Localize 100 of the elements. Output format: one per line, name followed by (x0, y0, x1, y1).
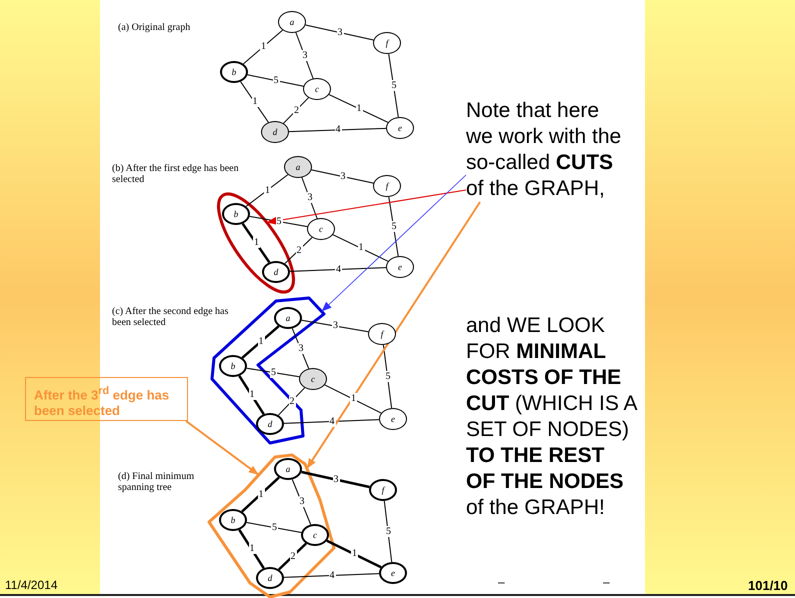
graph-node: a (274, 458, 302, 480)
arrow (321, 174, 466, 312)
edge-label: 4 (335, 264, 342, 274)
edge-label: 5 (390, 80, 398, 90)
edge-label: 1 (358, 242, 364, 253)
arrow (266, 190, 466, 225)
graph-edge (324, 384, 382, 414)
graph-node: d (262, 261, 290, 283)
graph-edge (311, 169, 374, 184)
graph-node: a (274, 307, 302, 329)
graph-node: c (301, 524, 329, 546)
edge-label: 1 (351, 548, 358, 559)
graph-edge (288, 128, 386, 132)
arrow (306, 201, 481, 470)
edge-label: 5 (272, 74, 280, 86)
page-number: 101/10 (748, 578, 789, 593)
graph-edge (388, 53, 399, 118)
edge-label: 3 (306, 192, 314, 203)
edge-label: 4 (334, 124, 342, 135)
edge-label: 3 (298, 496, 306, 507)
edge-label: 1 (248, 389, 256, 400)
graph-node: d (256, 413, 284, 435)
graph-edge (249, 216, 308, 228)
graph-node: a (284, 156, 312, 178)
graph-edge (290, 267, 386, 272)
graph-edge (284, 419, 380, 424)
edge-label: 3 (332, 474, 340, 484)
edge-label: 1 (356, 102, 362, 114)
graph-edge (301, 320, 369, 332)
graph-node: a (278, 11, 306, 33)
edge-label: 3 (332, 320, 339, 331)
edge-label: 5 (270, 366, 277, 378)
graph-node: e (386, 256, 414, 278)
edge-label: 3 (298, 342, 304, 354)
graph-edge (246, 368, 300, 378)
graph-node: d (261, 121, 289, 143)
edge-label: 1 (258, 488, 264, 500)
edge-label: 5 (385, 526, 392, 536)
panel-caption: (b) After the first edge has been selected (112, 163, 240, 185)
edge-label: 1 (260, 41, 267, 52)
edge-label: 1 (253, 237, 260, 248)
graph-node: b (222, 203, 250, 225)
graph-edge (305, 24, 374, 40)
graph-node: f (368, 323, 396, 345)
panel-caption: (d) Final minimum spanning tree (118, 471, 196, 493)
edge-label: 2 (290, 550, 296, 562)
graph-edge (384, 500, 392, 563)
note-text: Note that here we work with the so-called CUTS of the GRAPH, (466, 98, 631, 202)
graph-edge (301, 177, 318, 219)
graph-edge (238, 375, 265, 415)
graph-node: d (256, 567, 284, 589)
graph-edge (238, 529, 265, 569)
panel-caption: (a) Original graph (118, 22, 192, 33)
graph-edge (242, 223, 270, 263)
graph-node: c (303, 78, 331, 100)
graph-node: f (369, 479, 397, 501)
graph-node: e (386, 117, 414, 139)
date-text: 11/4/2014 (5, 578, 58, 592)
graph-edge (246, 174, 288, 207)
graph-edge (328, 94, 388, 123)
edge-label: 5 (390, 220, 398, 232)
edge-label: 1 (350, 393, 357, 404)
graph-edge (292, 328, 310, 370)
footer-dash: – (603, 575, 611, 589)
note-text: and WE LOOK FOR MINIMAL COSTS OF THE CUT (WHICH IS A SET OF NODES) TO THE REST OF THE NODES of the GRAPH! (466, 313, 638, 521)
edge-label: 5 (271, 522, 278, 532)
arrow (185, 420, 260, 476)
graph-node: f (373, 175, 401, 197)
edge-label: 2 (288, 396, 296, 406)
panel-caption: (c) After the second edge has been selected (112, 306, 230, 328)
graph-node: f (373, 32, 401, 54)
edge-label: 4 (328, 416, 336, 426)
graph-edge (242, 30, 284, 64)
edge-label: 1 (252, 96, 258, 107)
graph-node: b (220, 61, 248, 83)
graph-edge (284, 573, 380, 578)
graph-edge (295, 32, 314, 79)
edge-label: 2 (296, 244, 302, 256)
graph-edge (332, 234, 389, 262)
edge-label: 1 (264, 184, 271, 196)
graph-edge (240, 81, 269, 123)
footer-dash: – (498, 575, 506, 589)
edge-label: 3 (340, 170, 346, 182)
graph-edge (246, 522, 302, 533)
edge-label: 3 (302, 50, 308, 60)
edge-label: 1 (258, 336, 264, 347)
graph-node: e (379, 562, 407, 584)
edge-label: 3 (336, 26, 344, 38)
graph-edge (382, 344, 392, 409)
edge-label: 1 (248, 543, 256, 554)
graph-edge (388, 196, 399, 257)
edge-label: 5 (276, 216, 282, 226)
graph-edge (241, 476, 280, 513)
graph-edge (241, 325, 280, 359)
graph-node: c (299, 368, 327, 390)
graph-edge (301, 470, 370, 488)
edge-label: 5 (384, 370, 392, 382)
graph-edge (326, 540, 382, 568)
edge-label: 4 (328, 570, 336, 580)
edge-label: 2 (293, 104, 300, 116)
